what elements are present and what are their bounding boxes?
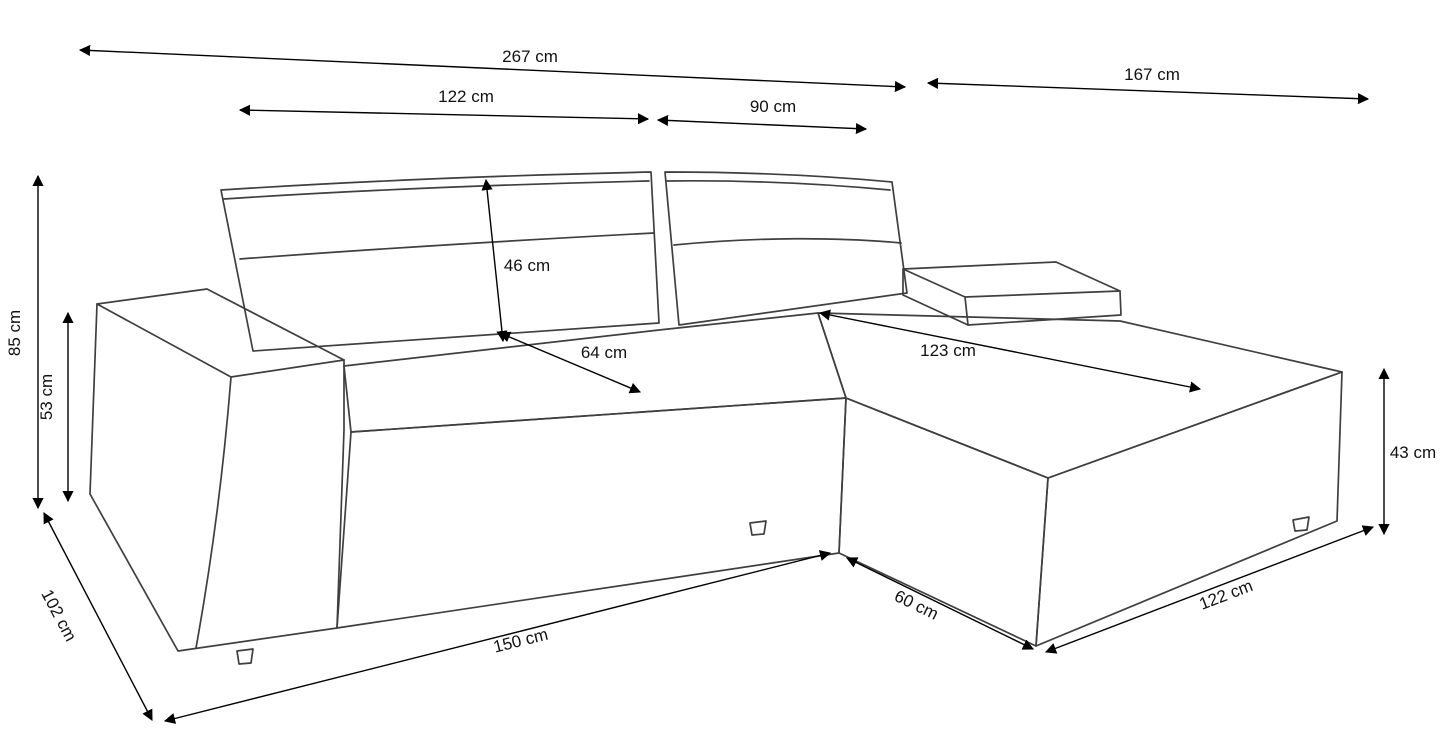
dim-seat-section-width: 122 cm — [238, 87, 650, 125]
dimension-annotations: 267 cm 167 cm 122 cm 90 cm 46 cm 64 cm — [5, 44, 1436, 724]
dim-seat-base-height: 43 cm — [1378, 367, 1436, 536]
dim-label-backrest-cushion-height: 46 cm — [504, 256, 550, 275]
dim-front-edge-length: 150 cm — [163, 550, 832, 724]
dim-chaise-total-depth: 167 cm — [926, 65, 1370, 105]
dim-label-corner-section-width: 90 cm — [750, 97, 796, 116]
left-armrest-outline — [89, 288, 345, 652]
dim-chaise-front-width: 60 cm — [845, 557, 1035, 650]
dim-label-overall-depth: 102 cm — [37, 586, 80, 644]
backrest-left-cushion — [220, 171, 660, 352]
dim-arrow-front-edge-length — [163, 550, 832, 724]
dim-backrest-cushion-height: 46 cm — [481, 178, 550, 343]
dim-label-seat-section-width: 122 cm — [438, 87, 494, 106]
dim-armrest-height: 53 cm — [37, 311, 74, 503]
dim-label-seat-depth: 64 cm — [581, 343, 627, 362]
sofa-leg — [749, 520, 767, 536]
dim-seat-depth: 64 cm — [498, 331, 642, 394]
dim-arrow-chaise-total-depth — [926, 77, 1370, 105]
dim-overall-depth: 102 cm — [37, 512, 153, 721]
backrest-left-cushion-top-band — [223, 180, 650, 200]
sofa-leg — [1292, 516, 1310, 532]
dim-overall-width: 267 cm — [78, 44, 907, 93]
backrest-right-cushion-top-band — [666, 180, 891, 191]
left-armrest-front-edge — [195, 376, 232, 649]
dim-arrow-chaise-side-length — [1044, 525, 1375, 654]
dim-arrow-chaise-seat-length — [818, 309, 1202, 393]
dim-overall-height: 85 cm — [5, 174, 44, 510]
dim-label-overall-width: 267 cm — [502, 47, 558, 66]
dim-arrow-corner-section-width — [656, 114, 868, 135]
backrest-right-cushion — [664, 171, 908, 326]
sofa-line-drawing — [89, 171, 1343, 665]
dim-arrow-backrest-cushion-height — [481, 178, 508, 343]
dim-arrow-chaise-front-width — [845, 557, 1035, 650]
chaise-top-surface — [817, 312, 1343, 479]
dim-arrow-overall-depth — [43, 512, 153, 721]
dim-chaise-seat-length: 123 cm — [818, 309, 1202, 393]
dim-chaise-side-length: 122 cm — [1044, 525, 1375, 654]
dim-label-armrest-height: 53 cm — [37, 374, 56, 420]
dim-label-front-edge-length: 150 cm — [491, 625, 550, 657]
dim-arrow-overall-width — [78, 44, 907, 93]
chaise-front-left-face — [838, 397, 1049, 647]
dim-label-seat-base-height: 43 cm — [1390, 443, 1436, 462]
seat-front-face — [336, 397, 847, 629]
dim-label-chaise-seat-length: 123 cm — [920, 341, 976, 360]
dim-label-overall-height: 85 cm — [5, 310, 24, 356]
backrest-left-cushion-crease — [239, 232, 655, 260]
dim-label-chaise-total-depth: 167 cm — [1124, 65, 1180, 84]
dim-corner-section-width: 90 cm — [656, 97, 868, 135]
sofa-leg — [236, 648, 254, 665]
dim-arrow-seat-depth — [498, 331, 642, 394]
backrest-right-cushion-crease — [673, 237, 902, 246]
dim-label-chaise-side-length: 122 cm — [1197, 576, 1256, 614]
chaise-right-face — [1035, 371, 1343, 647]
dim-arrow-seat-section-width — [238, 104, 650, 125]
